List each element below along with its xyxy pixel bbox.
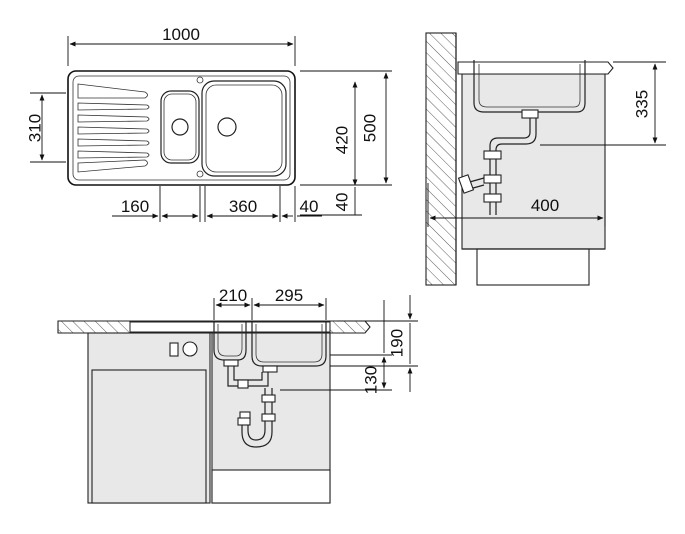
dim-depth-inner: 420 xyxy=(332,126,351,154)
dim-edge-bottom: 40 xyxy=(332,193,351,212)
front-plinth xyxy=(211,469,331,504)
drainer-ribs xyxy=(77,83,150,173)
front-large-bowl xyxy=(251,321,327,367)
side-countertop xyxy=(457,61,614,75)
large-bowl xyxy=(201,80,287,177)
front-siphon xyxy=(247,388,266,441)
dim-wall-distance: 400 xyxy=(531,196,559,215)
large-bowl-drain xyxy=(217,117,237,137)
dim-depth-total: 500 xyxy=(360,114,379,142)
dim-large-bowl-width: 295 xyxy=(275,286,303,305)
dishwasher-knob xyxy=(182,341,198,357)
side-plinth xyxy=(476,248,590,286)
dim-bowl-depth: 310 xyxy=(25,114,44,142)
tap-hole-top xyxy=(196,76,204,84)
wall-hatch xyxy=(425,32,457,286)
top-view: 1000 310 500 420 40 160 360 40 xyxy=(25,25,392,222)
dim-small-bowl-width: 210 xyxy=(219,286,247,305)
dim-drain-height: 130 xyxy=(361,366,380,394)
dishwasher-button xyxy=(169,342,179,357)
small-bowl xyxy=(160,90,200,164)
dim-bowl-depth-front: 190 xyxy=(387,329,406,357)
sink-outline xyxy=(67,70,296,186)
side-drain-pipe xyxy=(489,118,531,215)
dim-edge-right: 40 xyxy=(300,197,319,216)
tap-hole-bottom xyxy=(196,170,204,178)
side-cabinet xyxy=(461,73,606,250)
small-bowl-drain xyxy=(171,118,189,136)
siphon-trap xyxy=(457,174,475,194)
dim-side-height: 335 xyxy=(632,90,651,118)
dim-drainer-offset: 160 xyxy=(121,197,149,216)
dim-bowl-spacing: 360 xyxy=(229,197,257,216)
side-drain-outlet xyxy=(521,109,539,119)
side-view: 335 400 xyxy=(425,32,666,286)
front-view: 210 295 190 130 xyxy=(57,286,418,504)
dim-width-total: 1000 xyxy=(162,25,200,44)
